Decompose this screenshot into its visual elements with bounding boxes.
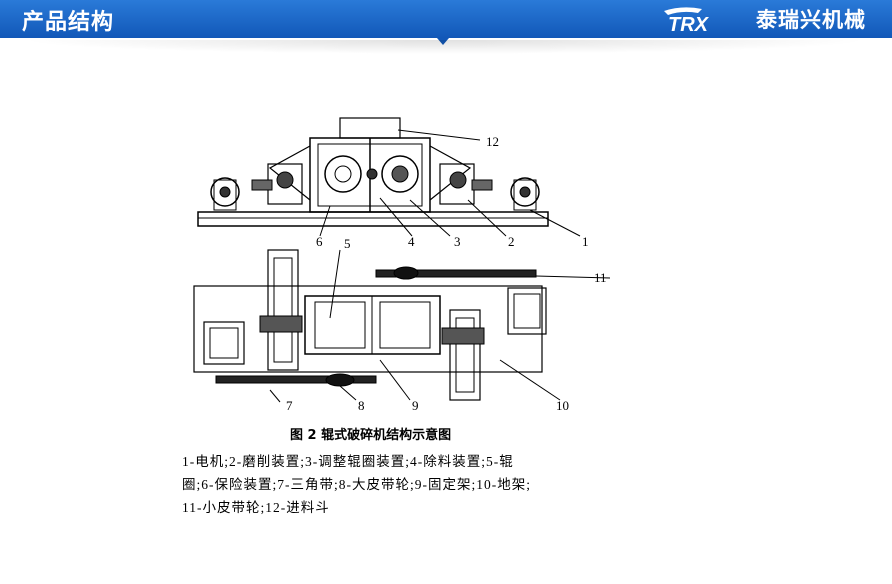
plan-view bbox=[193, 249, 611, 403]
callout-2: 2 bbox=[508, 234, 515, 249]
header-bar: 产品结构 TRX 泰瑞兴机械 bbox=[0, 0, 892, 38]
callout-4: 4 bbox=[408, 234, 415, 249]
header-notch bbox=[437, 38, 449, 45]
legend-line: 1-电机;2-磨削装置;3-调整辊圈装置;4-除料装置;5-辊 bbox=[182, 454, 514, 469]
figure-caption: 图 2 辊式破碎机结构示意图 bbox=[290, 428, 452, 443]
legend-line: 圈;6-保险装置;7-三角带;8-大皮带轮;9-固定架;10-地架; bbox=[182, 477, 531, 492]
callout-11: 11 bbox=[594, 270, 607, 285]
legend-line: 11-小皮带轮;12-进料斗 bbox=[182, 500, 330, 515]
callout-5: 5 bbox=[344, 236, 351, 251]
callout-10: 10 bbox=[556, 398, 569, 413]
page-title: 产品结构 bbox=[22, 10, 115, 35]
brand-name: 泰瑞兴机械 bbox=[756, 8, 866, 32]
callout-12: 12 bbox=[486, 134, 499, 149]
callout-8: 8 bbox=[358, 398, 365, 413]
component-legend: 1-电机;2-磨削装置;3-调整辊圈装置;4-除料装置;5-辊 圈;6-保险装置… bbox=[182, 450, 622, 519]
roller-crusher-diagram bbox=[193, 117, 611, 403]
header-shadow bbox=[20, 40, 870, 54]
callout-9: 9 bbox=[412, 398, 419, 413]
brand-logo-icon: TRX bbox=[664, 7, 710, 35]
callout-1: 1 bbox=[582, 234, 589, 249]
callout-6: 6 bbox=[316, 234, 323, 249]
callout-7: 7 bbox=[286, 398, 293, 413]
logo-text: TRX bbox=[668, 14, 710, 35]
callout-3: 3 bbox=[454, 234, 461, 249]
elevation-view bbox=[197, 117, 581, 237]
